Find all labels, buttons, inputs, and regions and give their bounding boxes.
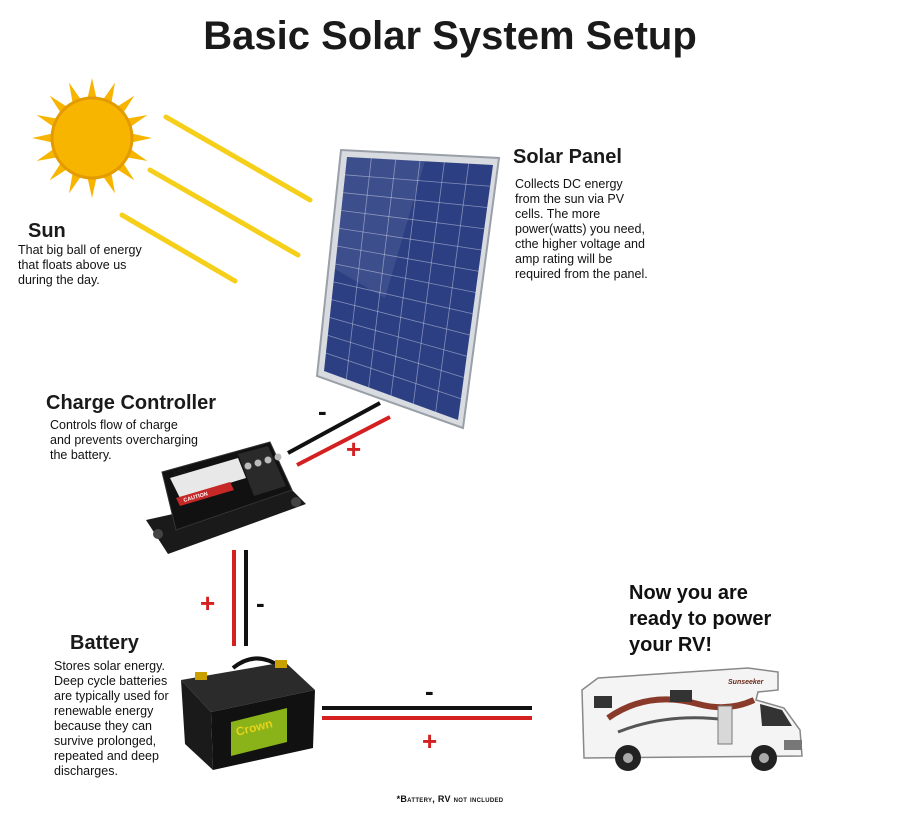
solar-panel-grid-line [327,334,464,378]
solar-panel-grid-line [337,245,479,272]
solar-panel-grid-line [341,210,485,230]
battery-top [181,662,315,712]
solar-panel-grid-line [329,317,467,357]
solar-panel-grid-line [339,227,482,251]
sun-disc [52,98,132,178]
rv-swoosh-2 [617,716,729,734]
battery-negative-sign: - [256,588,265,618]
terminal-screw-3 [264,456,272,464]
rv-front-hub [759,753,769,763]
terminal-screw-2 [254,459,262,467]
rv-grille [784,740,802,750]
panel-controller-wires [287,401,391,467]
battery-positive-sign: + [200,588,216,618]
rv-swoosh-1 [606,696,756,721]
sun-beams [119,114,313,284]
battery-rv-wires [322,706,532,720]
panel-positive-sign: + [346,434,362,464]
sun-beam-2 [147,167,301,258]
solar-panel-image [315,148,501,430]
battery-description: Stores solar energy. Deep cycle batterie… [54,659,169,778]
sun-spike [87,78,97,101]
charge-controller-description: Controls flow of charge and prevents ove… [50,418,199,462]
solar-panel-cells [324,157,493,420]
panel-negative-wire [287,401,381,455]
battery-image: Crown [181,656,315,770]
mounting-hole-left [153,529,163,539]
controller-battery-wires [232,550,248,646]
panel-negative-sign: - [318,396,327,426]
rv-windshield [760,704,792,726]
controller-warning-strip [176,482,234,506]
terminal-screw-4 [274,453,282,461]
solar-panel-grid-line [335,263,476,293]
solar-panel-heading: Solar Panel [513,146,622,168]
rv-body [581,667,803,759]
solar-panel-description: Collects DC energy from the sun via PV c… [515,177,648,281]
controller-mounting-plate [146,488,306,554]
charge-controller-heading: Charge Controller [46,392,217,414]
controller-sticker [170,458,246,498]
rv-window-2 [670,690,692,702]
footnote: *Battery, RV not included [396,794,504,804]
battery-terminal-left [195,672,207,680]
mounting-hole-right [291,497,301,507]
battery-heading: Battery [70,632,139,654]
sun-spike [32,133,55,143]
controller-terminal-block [238,446,286,496]
rv-door [717,705,733,745]
battery-terminal-right [275,660,287,668]
solar-panel-grid [325,158,491,412]
rv-negative-sign: - [425,676,434,706]
battery-side [181,680,213,770]
solar-panel-grid-line [325,352,462,400]
sun-spike [129,133,152,143]
charge-controller-image: ASC CAUTION [146,441,306,554]
sun-spike [87,175,97,198]
terminal-screw-1 [244,462,252,470]
sun-heading: Sun [28,220,66,242]
sun-icon [32,78,152,198]
rv-window-1 [594,696,612,708]
sun-beam-1 [163,114,313,203]
rv-positive-sign: + [422,726,438,756]
sun-disc-outline [50,96,134,180]
page-title: Basic Solar System Setup [203,14,697,58]
solar-panel-grid-line [331,299,470,336]
sun-beam-3 [119,212,238,284]
battery-label-panel [231,708,287,756]
panel-positive-wire [296,415,391,467]
solar-panel-grid-line [343,192,488,208]
solar-panel-grid-line [333,281,473,315]
rv-ready-message: Now you are ready to power your RV! [629,582,772,656]
solar-panel-glare [333,157,425,298]
solar-panel-grid-line [345,174,491,187]
sun-description: That big ball of energy that floats abov… [18,243,142,287]
rv-rear-hub [623,753,633,763]
rv-image: Sunseeker [581,667,803,771]
rv-brand-label: Sunseeker [728,679,765,686]
